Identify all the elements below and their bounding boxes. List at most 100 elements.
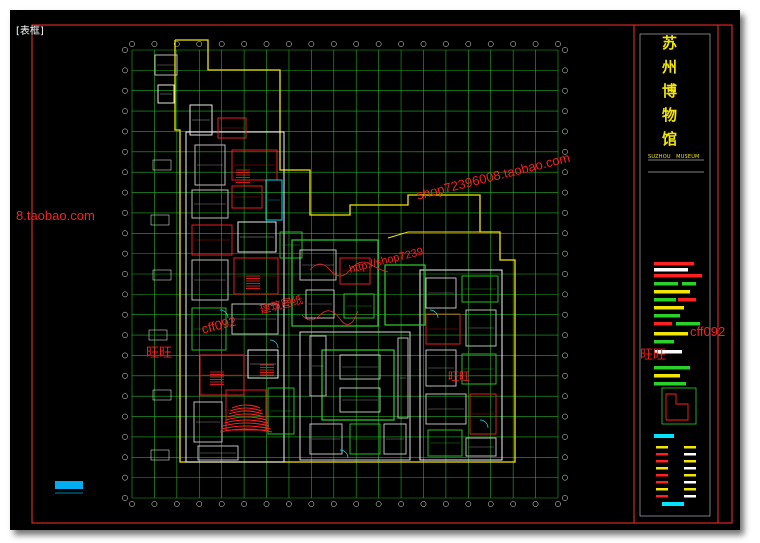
axis-bubble (562, 434, 568, 440)
axis-bubble (173, 41, 180, 47)
floor-plan-canvas (31, 24, 733, 524)
courtyard-walls (299, 331, 411, 461)
auditorium-seating (224, 419, 268, 424)
room (339, 257, 371, 285)
axis-bubble (398, 41, 404, 47)
room (231, 149, 278, 181)
legend-swatch (656, 453, 668, 456)
axis-bubble (122, 413, 128, 420)
legend-bar (654, 306, 684, 310)
legend-swatch (684, 495, 696, 498)
legend-bar (654, 350, 682, 354)
title-char-5: 馆 (662, 130, 678, 148)
axis-bubble (562, 352, 568, 359)
axis-bubble (562, 291, 568, 298)
legend-bar (654, 340, 674, 344)
room (469, 393, 497, 435)
room (425, 277, 457, 309)
axis-bubble (122, 474, 128, 481)
key-plan-outline (665, 393, 689, 421)
axis-bubble (353, 41, 360, 47)
axis-bubble (562, 108, 568, 114)
room (461, 353, 497, 385)
room (267, 387, 295, 435)
axis-bubble (562, 169, 568, 176)
axis-bubble (562, 413, 568, 420)
axis-bubble (487, 501, 494, 507)
axis-bubble (122, 87, 128, 94)
door-swing (429, 309, 439, 319)
axis-bubble (122, 454, 128, 461)
auditorium-seating (228, 410, 264, 415)
legend-swatch (656, 488, 668, 491)
annotation-block (152, 389, 172, 401)
axis-bubble (532, 501, 539, 507)
building-outline (174, 39, 516, 463)
legend-bar (654, 274, 702, 278)
room (425, 313, 461, 345)
legend-bar (682, 282, 696, 286)
annotation-block (152, 159, 172, 171)
legend-bar (678, 298, 696, 302)
room (191, 189, 229, 219)
legend-swatch (684, 446, 696, 449)
annotation-block (150, 449, 170, 461)
axis-bubble (510, 501, 517, 507)
axis-bubble (151, 41, 158, 47)
building-plan (55, 39, 516, 494)
room (309, 423, 343, 455)
key-label (654, 434, 674, 438)
axis-bubble (330, 41, 337, 47)
room (383, 423, 407, 455)
watermark-id-right: cff092 (690, 324, 726, 339)
axis-bubble (375, 501, 382, 507)
room (465, 437, 497, 457)
legend-swatch (684, 488, 696, 491)
room (247, 349, 279, 379)
axis-bubble (129, 501, 135, 507)
legend-bar (654, 290, 690, 294)
auditorium-seating (225, 416, 267, 421)
room (191, 224, 233, 256)
axis-bubble (308, 501, 315, 507)
axis-bubble (398, 501, 404, 507)
room (425, 349, 457, 387)
room (191, 259, 229, 301)
room (233, 257, 279, 295)
landscape-line (301, 261, 389, 325)
axis-bubble (330, 501, 337, 507)
axis-bubble (286, 501, 292, 507)
axis-bubble (196, 501, 203, 507)
axis-bubble (122, 495, 128, 501)
central-hall (321, 349, 395, 421)
door-swing (479, 419, 489, 429)
frame-tag: [表框] (16, 26, 44, 37)
legend-bar (654, 268, 688, 272)
axis-bubble (173, 501, 180, 507)
axis-bubble (263, 501, 270, 507)
auditorium-seating (230, 407, 262, 412)
east-wing-walls (419, 269, 503, 461)
room (305, 289, 335, 319)
legend-swatch (684, 481, 696, 484)
axis-bubble (562, 47, 568, 53)
auditorium-seating (231, 404, 261, 409)
axis-bubble (443, 41, 449, 47)
axis-bubble (308, 41, 315, 47)
axis-bubble (218, 41, 225, 47)
door-swing (269, 339, 279, 349)
axis-bubble (562, 495, 568, 501)
axis-bubble (122, 67, 128, 74)
annotation-block (152, 269, 172, 281)
watermark-wangwang-right: 旺旺 (640, 348, 667, 363)
key-plan-frame (661, 387, 697, 425)
axis-bubble (122, 230, 128, 237)
room (225, 389, 267, 431)
room (343, 293, 375, 319)
axis-grid (122, 41, 568, 507)
room (339, 354, 381, 380)
axis-bubble (562, 230, 568, 237)
axis-bubble (465, 41, 472, 47)
legend-bar (676, 322, 700, 326)
axis-bubble (122, 108, 128, 114)
